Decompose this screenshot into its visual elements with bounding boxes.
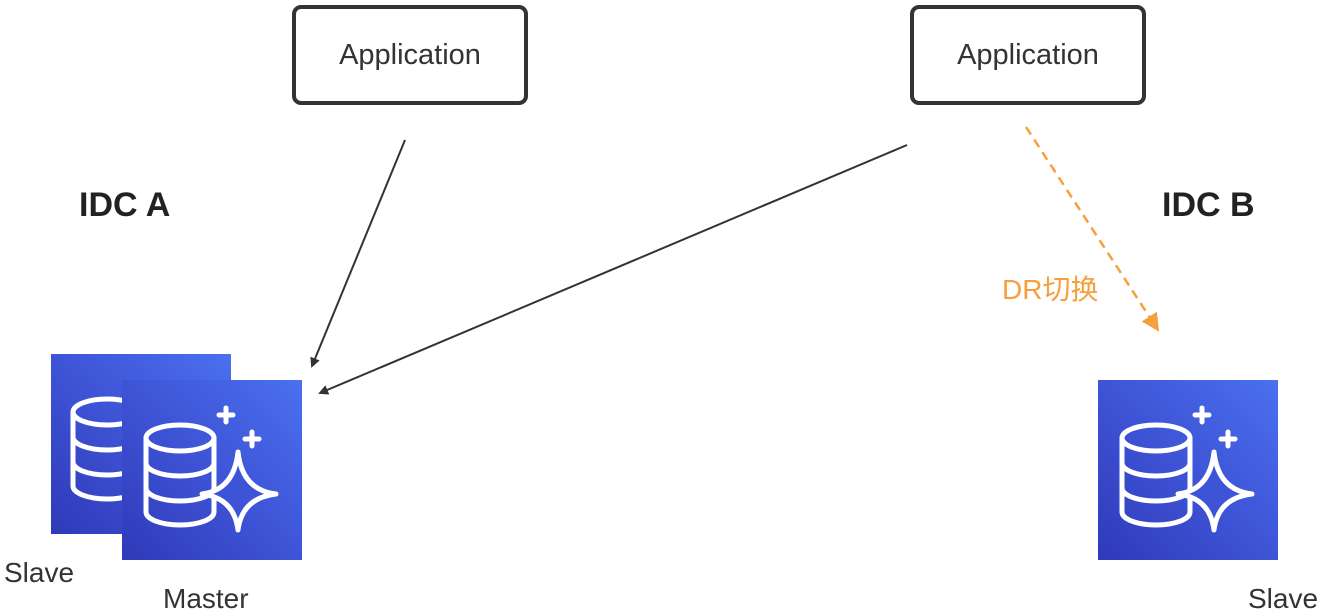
idc-a-label: IDC A bbox=[79, 186, 171, 224]
master-a-label: Master bbox=[163, 583, 249, 614]
database-sparkle-icon bbox=[1119, 405, 1255, 533]
application-box-b[interactable]: Application bbox=[910, 5, 1146, 105]
application-label-a: Application bbox=[339, 38, 481, 71]
arrow-app-a-to-master bbox=[310, 139, 406, 368]
dr-switch-label: DR切换 bbox=[1002, 274, 1099, 305]
database-sparkle-icon bbox=[143, 405, 279, 533]
slave-a-label: Slave bbox=[4, 557, 75, 588]
idc-b-label: IDC B bbox=[1162, 186, 1255, 224]
master-a-db-tile[interactable] bbox=[122, 380, 302, 560]
arrow-app-b-to-master bbox=[318, 144, 908, 395]
application-box-a[interactable]: Application bbox=[292, 5, 528, 105]
slave-b-db-tile[interactable] bbox=[1098, 380, 1278, 560]
slave-b-label: Slave bbox=[1248, 583, 1319, 614]
application-label-b: Application bbox=[957, 38, 1099, 71]
